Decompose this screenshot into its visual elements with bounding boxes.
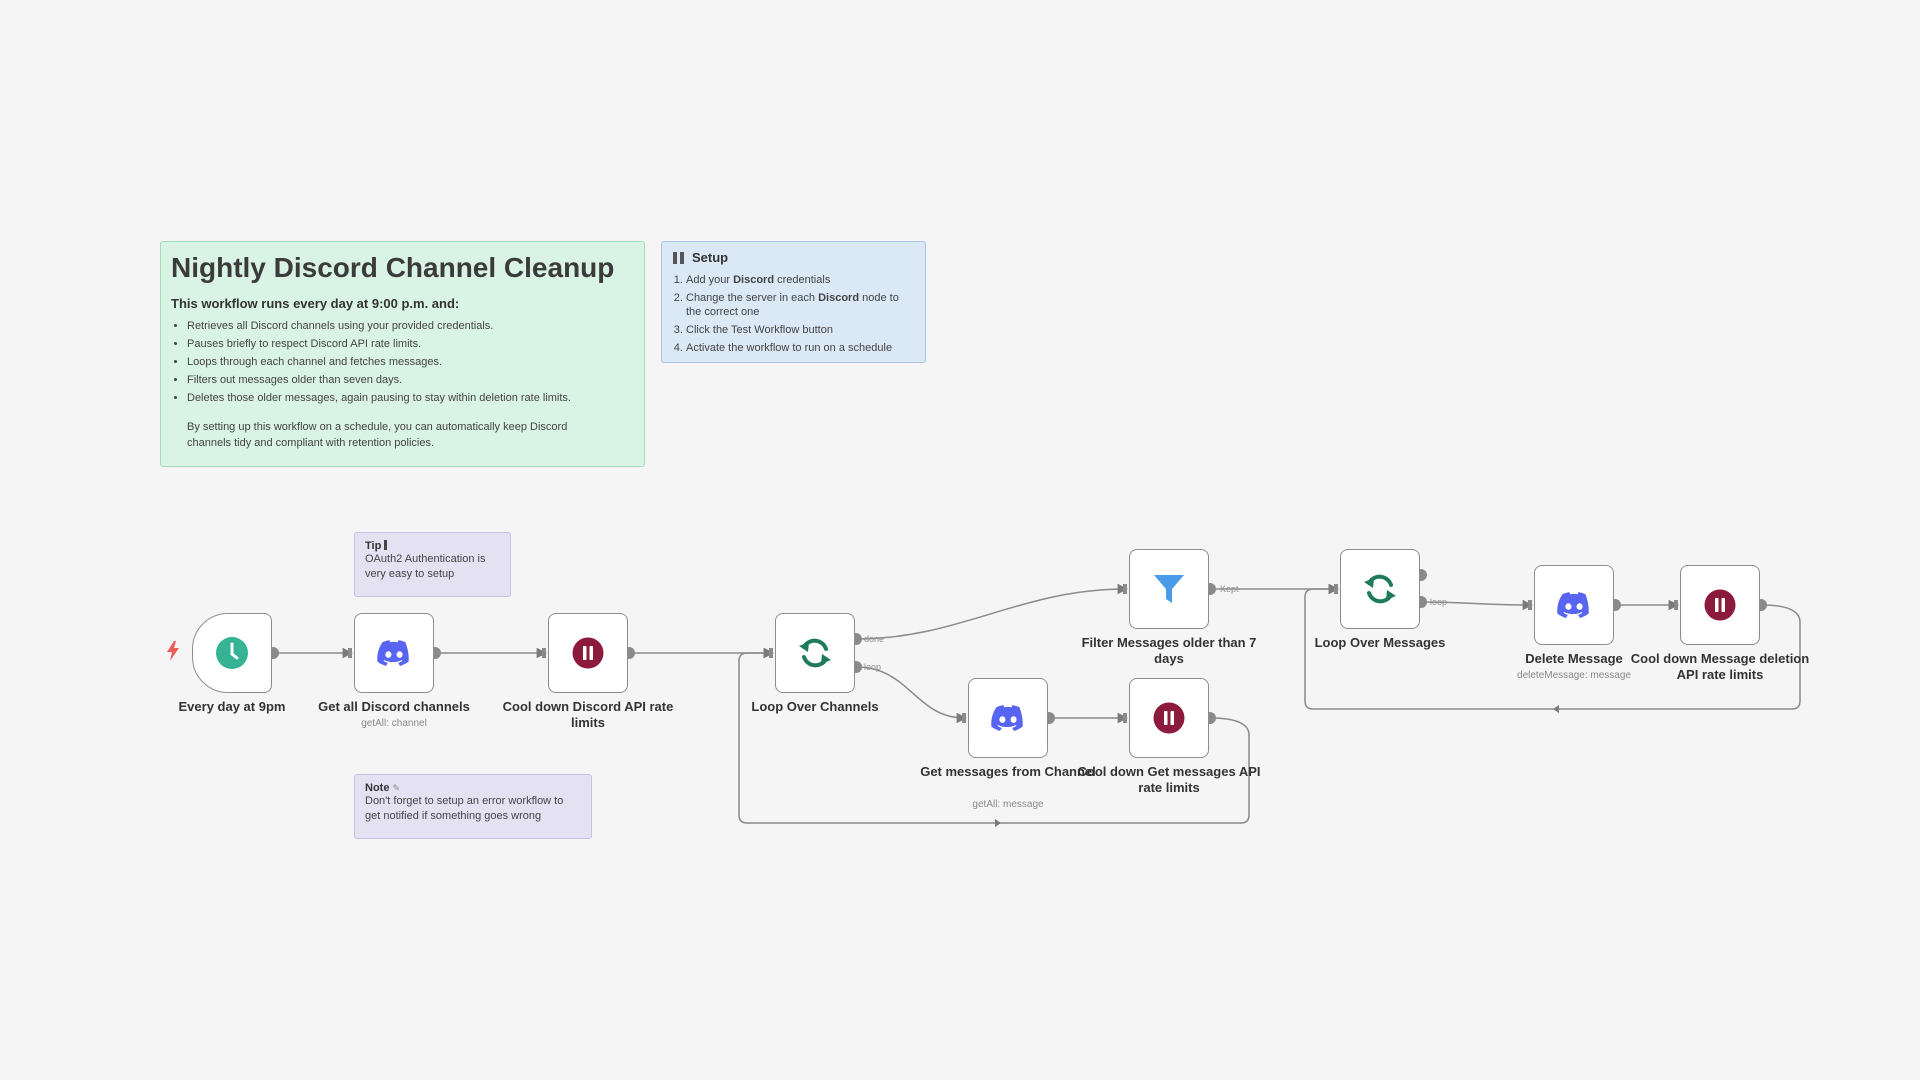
- pause-icon: [572, 637, 604, 669]
- pause-icon: [1153, 702, 1185, 734]
- connection-wait-back-to-loop-messages: [1304, 583, 1801, 710]
- sticky-note-error[interactable]: Note ✎ Don't forget to setup an error wo…: [354, 774, 592, 839]
- node-schedule-trigger[interactable]: [192, 613, 272, 693]
- sticky-note-description[interactable]: Nightly Discord Channel Cleanup This wor…: [160, 241, 645, 467]
- description-outro: By setting up this workflow on a schedul…: [187, 421, 568, 449]
- node-subtitle: deleteMessage: message: [1517, 670, 1631, 681]
- discord-icon: [377, 640, 409, 666]
- port-label-loop: loop: [864, 662, 882, 672]
- setup-title: Setup: [692, 250, 729, 265]
- list-item: Pauses briefly to respect Discord API ra…: [187, 335, 634, 353]
- loop-icon: [1364, 574, 1396, 604]
- port-label-done: done: [864, 634, 885, 644]
- node-get-discord-channels[interactable]: [354, 613, 434, 693]
- port-label-kept: Kept: [1220, 584, 1239, 594]
- node-label: Cool down Get messages API rate limits: [1077, 764, 1261, 795]
- node-label: Loop Over Messages: [1314, 635, 1446, 650]
- connection-loop-to-delete: [1420, 599, 1534, 611]
- node-loop-over-messages[interactable]: [1340, 549, 1420, 629]
- setup-steps: Add your Discord credentials Change the …: [672, 273, 915, 355]
- sticky-note-setup[interactable]: Setup Add your Discord credentials Chang…: [661, 241, 926, 363]
- pause-bars-icon: [673, 251, 684, 264]
- node-filter-messages[interactable]: [1129, 549, 1209, 629]
- node-label: Get all Discord channels: [318, 699, 470, 714]
- clock-icon: [216, 637, 248, 669]
- connection-done-to-filter: [855, 583, 1129, 640]
- list-item: Loops through each channel and fetches m…: [187, 353, 634, 371]
- pause-icon: [1704, 589, 1736, 621]
- tip-title: Tip: [365, 540, 382, 552]
- filter-icon: [1154, 575, 1184, 603]
- node-delete-message[interactable]: [1534, 565, 1614, 645]
- sticky-note-tip[interactable]: Tip OAuth2 Authentication is very easy t…: [354, 532, 511, 597]
- node-wait-message-deletion[interactable]: [1680, 565, 1760, 645]
- node-label: Loop Over Channels: [751, 699, 879, 714]
- connection-wait-back-to-loop-channels: [738, 647, 1250, 824]
- node-label: Cool down Message deletion API rate limi…: [1630, 651, 1810, 682]
- description-intro: This workflow runs every day at 9:00 p.m…: [171, 296, 460, 311]
- lightning-bolt-icon: [167, 641, 179, 661]
- list-item: Filters out messages older than seven da…: [187, 371, 634, 389]
- setup-step: Add your Discord credentials: [686, 273, 915, 287]
- workflow-title: Nightly Discord Channel Cleanup: [171, 252, 615, 283]
- node-wait-get-messages[interactable]: [1129, 678, 1209, 758]
- node-subtitle: getAll: channel: [361, 718, 427, 729]
- node-wait-discord-api[interactable]: [548, 613, 628, 693]
- note-body: Don't forget to setup an error workflow …: [365, 795, 564, 822]
- node-label: Filter Messages older than 7 days: [1081, 635, 1257, 666]
- port-label-loop-messages: loop: [1430, 597, 1448, 607]
- node-label: Get messages from Channel: [920, 764, 1096, 779]
- node-label: Delete Message: [1525, 651, 1623, 666]
- node-get-messages[interactable]: [968, 678, 1048, 758]
- description-list: Retrieves all Discord channels using you…: [171, 317, 634, 407]
- list-item: Retrieves all Discord channels using you…: [187, 317, 634, 335]
- note-edit-icon: ✎: [392, 783, 401, 793]
- note-title: Note: [365, 782, 390, 794]
- node-label: Cool down Discord API rate limits: [502, 699, 674, 730]
- connection-loop-to-get-messages: [855, 666, 968, 724]
- setup-step: Activate the workflow to run on a schedu…: [686, 341, 915, 355]
- list-item: Deletes those older messages, again paus…: [187, 389, 634, 407]
- discord-icon: [1557, 592, 1589, 618]
- setup-step: Change the server in each Discord node t…: [686, 291, 915, 319]
- tip-body: OAuth2 Authentication is very easy to se…: [365, 553, 486, 580]
- discord-icon: [991, 705, 1023, 731]
- loop-icon: [799, 638, 831, 668]
- node-label: Every day at 9pm: [178, 699, 286, 714]
- node-loop-over-channels[interactable]: [775, 613, 855, 693]
- setup-step: Click the Test Workflow button: [686, 323, 915, 337]
- tip-marker-icon: [384, 540, 388, 550]
- node-subtitle: getAll: message: [972, 799, 1044, 810]
